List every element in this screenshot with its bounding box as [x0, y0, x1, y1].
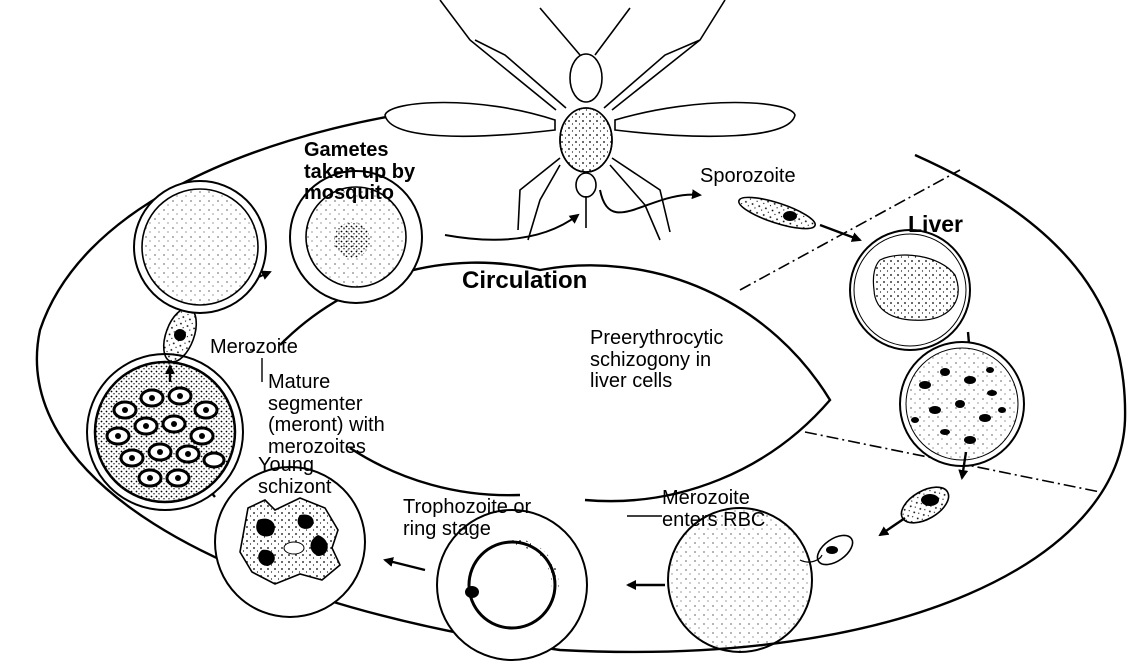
merozoite-label: Merozoite	[210, 337, 298, 359]
gamete-cell-icon	[134, 181, 266, 313]
arrow-icon	[385, 560, 425, 570]
mosquito-icon	[385, 0, 795, 240]
mature-segmenter-label: Mature segmenter (meront) with merozoite…	[268, 372, 385, 458]
gametes-label: Gametes taken up by mosquito	[304, 140, 415, 205]
arrow-icon	[600, 190, 700, 212]
sporozoite-cell-icon	[736, 191, 818, 235]
liver-cell-icon	[850, 230, 970, 350]
sporozoite-label: Sporozoite	[700, 166, 796, 188]
young-schizont-label: Young schizont	[258, 455, 331, 498]
circulation-label: Circulation	[462, 268, 587, 294]
mature-segmenter-cell-icon	[87, 354, 243, 510]
trophozoite-label: Trophozoite or ring stage	[403, 497, 531, 540]
preerythrocytic-label: Preerythrocytic schizogony in liver cell…	[590, 328, 723, 393]
arrow-icon	[880, 518, 905, 535]
liver-label: Liver	[908, 212, 963, 237]
merozoite-cell-icon	[895, 480, 954, 530]
arrow-icon	[445, 215, 578, 240]
arrow-icon	[820, 225, 860, 240]
merozoite-enters-label: Merozoite enters RBC	[662, 488, 765, 531]
liver-schizont-icon	[900, 342, 1024, 466]
